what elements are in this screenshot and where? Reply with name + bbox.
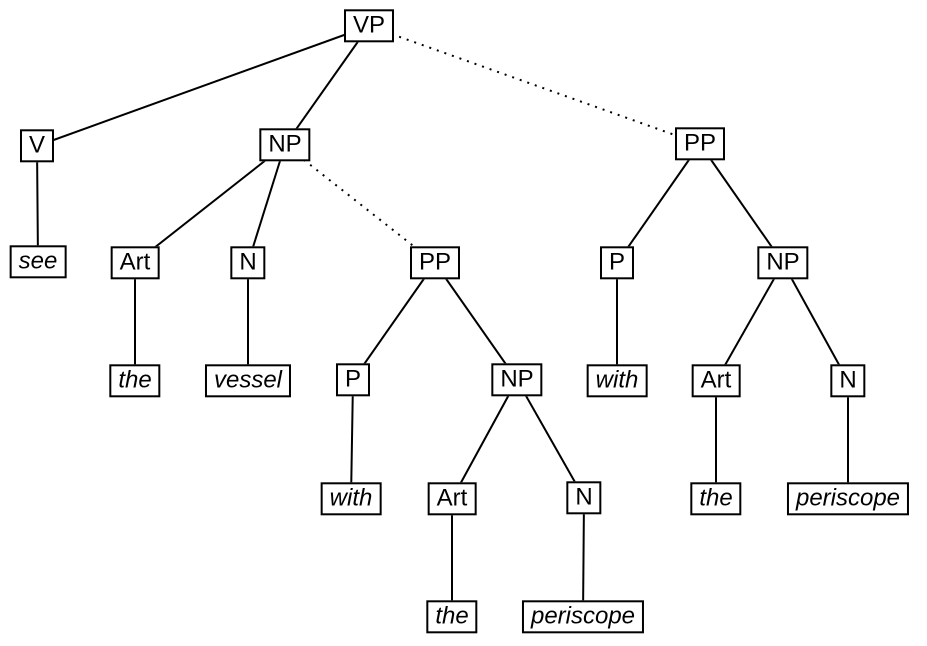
tree-edge-np3-n3 [782, 262, 849, 382]
tree-edge-vp-np1 [284, 25, 370, 146]
tree-node-n1: N [230, 246, 266, 280]
tree-node-the1: the [109, 364, 161, 398]
tree-node-see: see [9, 245, 67, 279]
tree-node-art3: Art [691, 364, 741, 398]
tree-node-periscope3: periscope [786, 482, 910, 516]
tree-node-periscope2: periscope [521, 600, 645, 634]
tree-node-pp2: PP [674, 127, 726, 161]
tree-node-pp1: PP [409, 246, 461, 280]
tree-edge-v-see [36, 145, 39, 263]
tree-node-art1: Art [110, 246, 160, 280]
tree-node-the2: the [426, 600, 478, 634]
tree-node-vp: VP [343, 9, 395, 43]
tree-edge-pp2-np3 [699, 143, 784, 264]
tree-node-v: V [19, 129, 55, 163]
tree-node-n3: N [830, 364, 866, 398]
tree-edge-vp-v [36, 25, 370, 147]
tree-node-with1: with [320, 482, 382, 516]
tree-edge-np1-n1 [247, 144, 286, 264]
tree-node-the3: the [690, 482, 742, 516]
tree-node-vessel: vessel [204, 364, 292, 398]
tree-edge-np1-art1 [134, 144, 286, 264]
tree-edge-pp2-p2 [616, 143, 701, 264]
tree-node-np3: NP [757, 246, 809, 280]
tree-node-np1: NP [259, 128, 311, 162]
tree-edge-p1-with1 [350, 379, 354, 500]
tree-edge-pp1-np2 [434, 262, 518, 381]
tree-edge-np2-art2 [451, 379, 518, 500]
tree-node-with2: with [586, 364, 648, 398]
tree-node-np2: NP [491, 363, 543, 397]
tree-edge-np3-art3 [715, 262, 784, 382]
tree-edge-np2-n2 [516, 379, 585, 499]
tree-node-p2: P [599, 246, 635, 280]
tree-node-n2: N [566, 481, 602, 515]
tree-edge-pp1-p1 [352, 262, 436, 381]
tree-edge-n2-periscope2 [582, 497, 585, 618]
tree-node-art2: Art [427, 482, 477, 516]
tree-node-p1: P [335, 363, 371, 397]
